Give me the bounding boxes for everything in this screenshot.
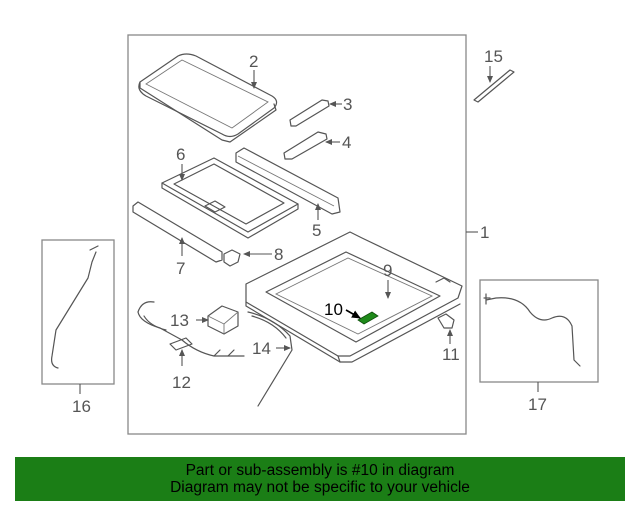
part-10-highlighted[interactable]	[357, 311, 379, 325]
banner-line-1: Part or sub-assembly is #10 in diagram	[185, 462, 455, 479]
part-13-motor	[207, 305, 239, 335]
part-15-trim-strip	[473, 69, 515, 103]
part-4-deflector-arm	[283, 131, 328, 160]
part-8-bracket	[223, 249, 241, 267]
callout-10[interactable]: 10	[324, 300, 343, 319]
callout-3[interactable]: 3	[343, 95, 352, 114]
callout-9[interactable]: 9	[383, 261, 392, 280]
callout-1[interactable]: 1	[480, 223, 489, 242]
part-6-sunshade-frame	[161, 157, 299, 239]
part-9-sunroof-frame	[245, 231, 463, 363]
part-14-drain-hose	[247, 311, 293, 407]
part-17-box	[479, 279, 599, 383]
banner-line-2: Diagram may not be specific to your vehi…	[170, 479, 470, 496]
part-5-front-rail	[235, 147, 341, 215]
main-assembly-frame	[127, 34, 467, 435]
callout-14[interactable]: 14	[252, 339, 271, 358]
callout-13[interactable]: 13	[170, 311, 189, 330]
callout-16[interactable]: 16	[72, 397, 91, 416]
part-11-clip	[437, 313, 455, 329]
part-7-rear-rail	[132, 201, 223, 263]
callout-15[interactable]: 15	[484, 47, 503, 66]
callout-7[interactable]: 7	[176, 259, 185, 278]
callout-17[interactable]: 17	[528, 395, 547, 414]
callout-5[interactable]: 5	[312, 221, 321, 240]
callout-2[interactable]: 2	[249, 52, 258, 71]
part-16-drain-tube	[51, 245, 99, 369]
part-12-wiring-harness	[137, 301, 245, 357]
part-16-box	[41, 239, 115, 385]
callout-6[interactable]: 6	[176, 145, 185, 164]
callout-11[interactable]: 11	[442, 345, 460, 364]
callout-8[interactable]: 8	[274, 245, 283, 264]
part-17-hose	[483, 293, 581, 367]
callout-4[interactable]: 4	[342, 133, 351, 152]
part-2-glass-panel	[138, 53, 278, 143]
callout-12[interactable]: 12	[172, 373, 191, 392]
part-3-deflector-trim	[289, 99, 330, 127]
callout-10-leader	[345, 309, 361, 319]
part-info-banner: Part or sub-assembly is #10 in diagram D…	[15, 457, 625, 501]
